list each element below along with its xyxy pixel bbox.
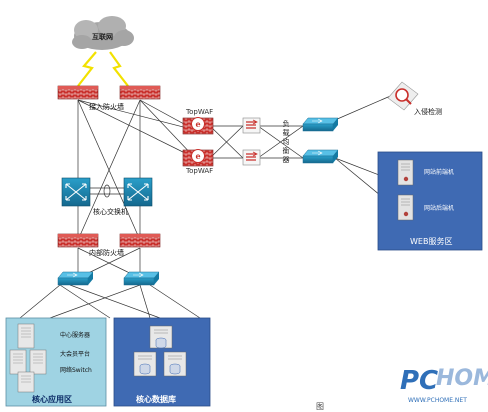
topwaf-label-top: TopWAF bbox=[186, 108, 214, 116]
topwaf-label-bottom: TopWAF bbox=[186, 167, 214, 175]
app-server-icon bbox=[29, 349, 47, 375]
web-server-icon bbox=[397, 159, 414, 186]
access-firewall-left bbox=[57, 85, 99, 100]
access-firewall-right bbox=[119, 85, 161, 100]
switch-icon bbox=[123, 271, 160, 286]
web-zone-label: WEB服务区 bbox=[410, 237, 453, 246]
watermark-home: HOME bbox=[436, 366, 488, 391]
intrusion-detection-icon bbox=[387, 81, 419, 111]
svg-text:e: e bbox=[195, 151, 200, 161]
database-server-icon bbox=[133, 351, 157, 377]
app-server-3-label: 网络Switch bbox=[60, 367, 92, 374]
trunk-link bbox=[90, 184, 124, 198]
database-server-icon bbox=[163, 351, 187, 377]
internal-firewall-right bbox=[119, 233, 161, 248]
figure-caption: 图 bbox=[316, 402, 324, 411]
core-switch-right bbox=[123, 177, 153, 207]
waf-device-bottom: e bbox=[182, 149, 214, 167]
web-server-2-label: 网站后端机 bbox=[424, 205, 455, 212]
cloud-icon bbox=[72, 16, 134, 50]
switch-icon bbox=[57, 271, 94, 286]
app-server-icon bbox=[17, 323, 35, 349]
web-zone-panel bbox=[377, 151, 483, 251]
load-balancer-label: 负载均衡器 bbox=[282, 120, 290, 164]
internal-firewall-label: 内部防火墙 bbox=[89, 249, 124, 257]
lightning-icon bbox=[77, 51, 97, 87]
internet-label: 互联网 bbox=[92, 33, 113, 41]
svg-text:e: e bbox=[195, 119, 200, 129]
core-switch-label: 核心交换机 bbox=[93, 208, 128, 216]
switch-icon bbox=[302, 149, 339, 164]
switch-icon bbox=[302, 117, 339, 132]
load-balancer-top bbox=[242, 117, 261, 134]
app-server-1-label: 中心服务器 bbox=[60, 332, 91, 339]
watermark-site: WWW.PCHOME.NET bbox=[408, 397, 467, 404]
app-server-icon bbox=[17, 371, 35, 393]
access-firewall-label: 接入防火墙 bbox=[89, 103, 124, 111]
web-server-icon bbox=[397, 194, 414, 221]
internal-firewall-left bbox=[57, 233, 99, 248]
web-server-1-label: 网站前端机 bbox=[424, 169, 455, 176]
database-server-icon bbox=[149, 325, 173, 349]
core-app-zone-label: 核心应用区 bbox=[32, 395, 72, 404]
core-db-zone-label: 核心数据库 bbox=[136, 395, 176, 404]
app-server-icon bbox=[9, 349, 27, 375]
app-server-2-label: 大会员平台 bbox=[60, 351, 91, 358]
waf-device-top: e bbox=[182, 117, 214, 135]
core-switch-left bbox=[61, 177, 91, 207]
watermark-pc: PC bbox=[400, 366, 439, 396]
lightning-icon bbox=[109, 51, 129, 87]
intrusion-detection-label: 入侵检测 bbox=[414, 108, 442, 116]
load-balancer-bottom bbox=[242, 149, 261, 166]
